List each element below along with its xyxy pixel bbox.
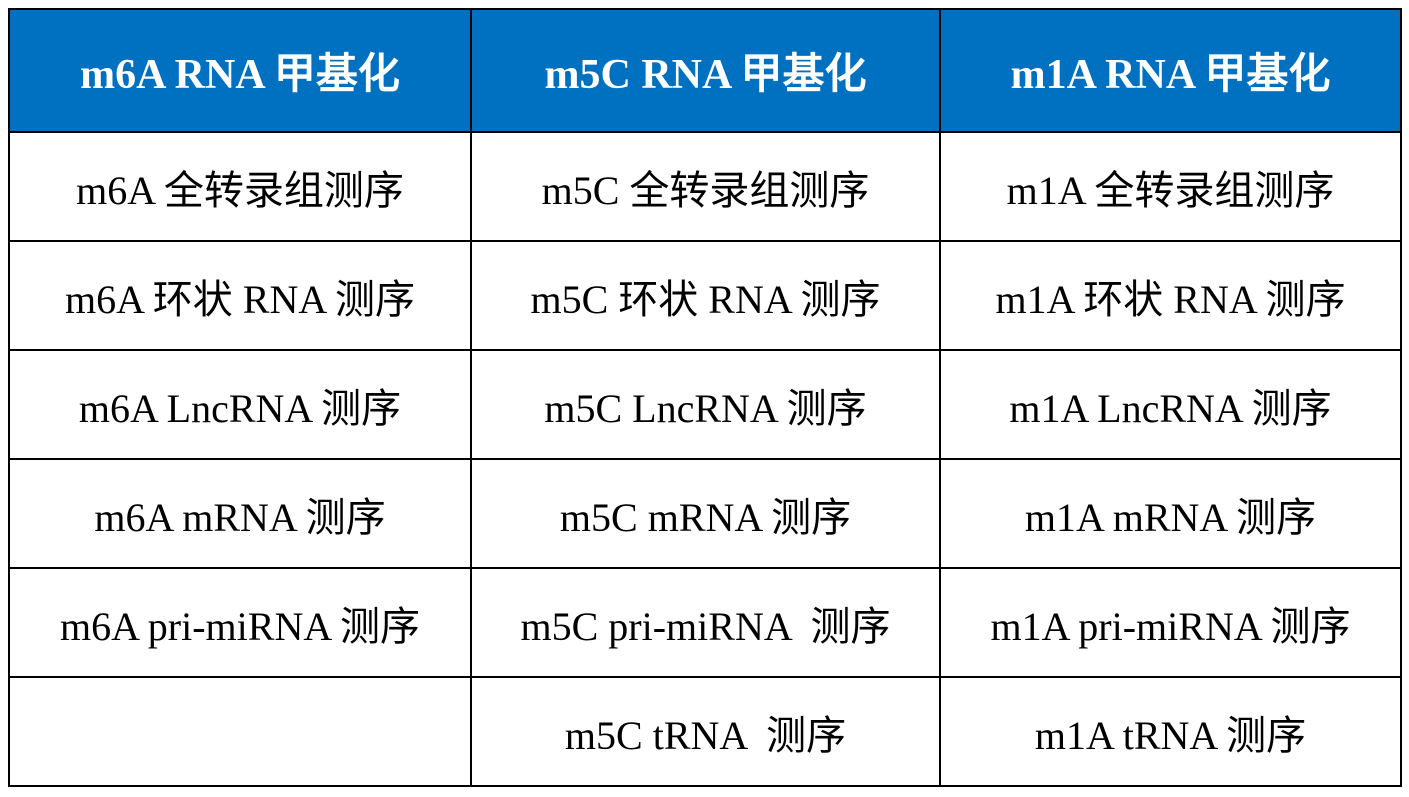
cell-m5c: m5C pri-miRNA 测序 bbox=[470, 567, 941, 678]
header-m1a: m1A RNA 甲基化 bbox=[939, 8, 1402, 133]
header-m6a: m6A RNA 甲基化 bbox=[8, 8, 472, 133]
cell-m1a: m1A pri-miRNA 测序 bbox=[939, 567, 1402, 678]
cell-m1a: m1A LncRNA 测序 bbox=[939, 349, 1402, 460]
cell-m1a: m1A mRNA 测序 bbox=[939, 458, 1402, 569]
header-m5c: m5C RNA 甲基化 bbox=[470, 8, 941, 133]
cell-m6a: m6A mRNA 测序 bbox=[8, 458, 472, 569]
cell-m1a: m1A 全转录组测序 bbox=[939, 131, 1402, 242]
cell-m6a: m6A 全转录组测序 bbox=[8, 131, 472, 242]
cell-m5c: m5C 环状 RNA 测序 bbox=[470, 240, 941, 351]
cell-m1a: m1A tRNA 测序 bbox=[939, 676, 1402, 787]
header-row: m6A RNA 甲基化 m5C RNA 甲基化 m1A RNA 甲基化 bbox=[8, 8, 1402, 133]
cell-m1a: m1A 环状 RNA 测序 bbox=[939, 240, 1402, 351]
cell-m6a: m6A 环状 RNA 测序 bbox=[8, 240, 472, 351]
cell-m5c: m5C 全转录组测序 bbox=[470, 131, 941, 242]
cell-m5c: m5C mRNA 测序 bbox=[470, 458, 941, 569]
cell-m5c: m5C tRNA 测序 bbox=[470, 676, 941, 787]
cell-m6a: m6A LncRNA 测序 bbox=[8, 349, 472, 460]
methylation-sequencing-table: m6A RNA 甲基化 m5C RNA 甲基化 m1A RNA 甲基化 m6A … bbox=[8, 8, 1402, 787]
cell-m6a: m6A pri-miRNA 测序 bbox=[8, 567, 472, 678]
cell-m6a bbox=[8, 676, 472, 787]
cell-m5c: m5C LncRNA 测序 bbox=[470, 349, 941, 460]
